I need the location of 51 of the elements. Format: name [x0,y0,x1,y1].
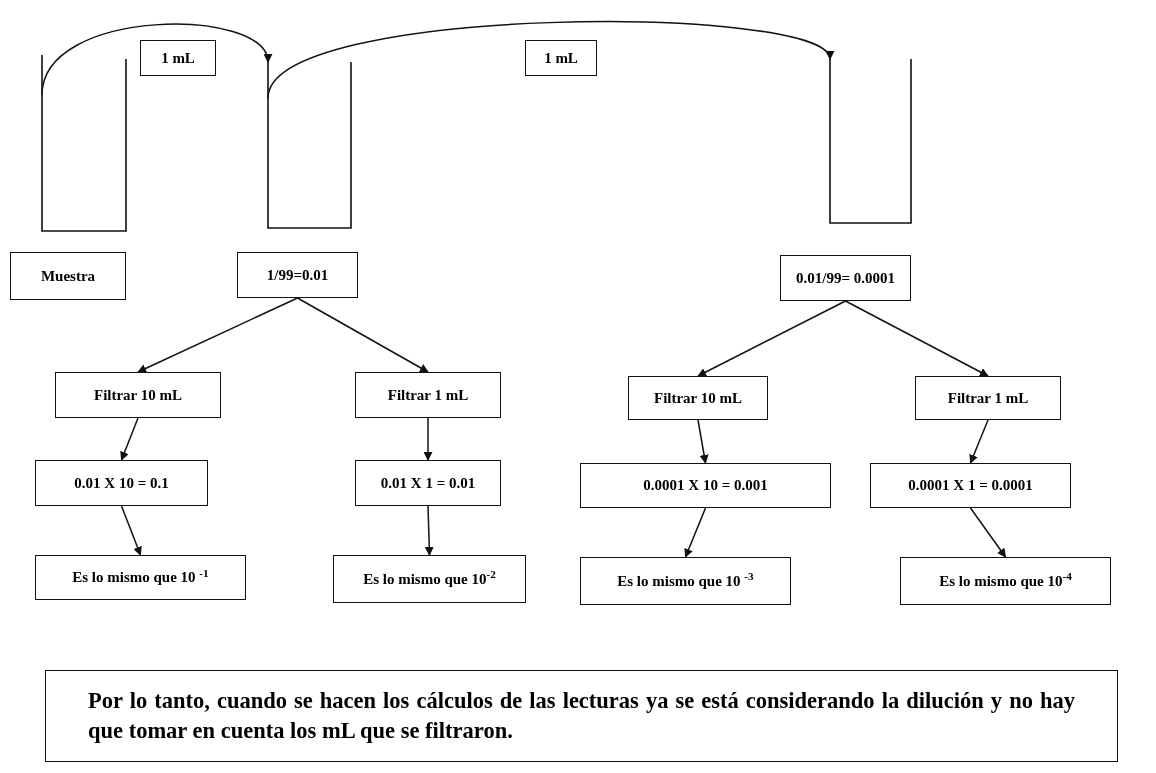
container-drawing [829,55,912,224]
arrow [697,300,847,377]
process-box [870,463,1071,508]
process-box [355,460,501,506]
process-box [525,40,597,76]
arrow [423,417,433,461]
arrow [969,507,1007,558]
box-label: 0.01/99= 0.0001 [796,268,895,288]
process-box [580,463,831,508]
arrow [697,419,709,464]
container-drawing [267,58,352,229]
box-label: 0.0001 X 1 = 0.0001 [908,476,1033,495]
arrow [137,297,299,373]
arrow [296,297,429,373]
box-label: 0.01 X 1 = 0.01 [380,473,476,493]
process-box [333,555,526,603]
box-label: Es lo mismo que 10 $^{-1}$ [72,568,209,587]
process-box [780,255,911,301]
arrow [684,507,707,558]
process-box [628,376,768,420]
process-box [580,557,791,605]
process-box [35,555,246,600]
process-box [10,252,126,300]
box-label: 1 mL [544,48,578,68]
process-box [35,460,208,506]
box-label: 1/99=0.01 [266,265,329,285]
process-box [355,372,501,418]
conclusion-text: Por lo tanto, cuando se hacen los cálculos de las lecturas ya se está considerando la dilución y no hay que tomar en cuenta los mL que se filtraron. [88,687,1075,745]
box-label: Es lo mismo que 10$^{-2}$ [363,569,496,589]
process-box [237,252,358,298]
box-label: Filtrar 10 mL [93,385,182,405]
process-box [915,376,1061,420]
box-label: Filtrar 1 mL [947,388,1029,408]
arrow [424,505,434,556]
box-label: Filtrar 1 mL [387,385,469,405]
container-drawing [41,55,127,232]
box-label: 0.01 X 10 = 0.1 [74,473,169,493]
arrow [120,417,139,461]
box-label: Filtrar 10 mL [653,388,742,408]
note-box [45,670,1118,762]
arrow [969,419,989,464]
process-box [900,557,1111,605]
process-box [140,40,216,76]
box-label: 1 mL [161,48,195,68]
box-label: Muestra [40,266,96,286]
process-box [55,372,221,418]
box-label: 0.0001 X 10 = 0.001 [643,476,768,495]
box-label: Es lo mismo que 10 $^{-3}$ [617,571,754,591]
box-label: Es lo mismo que 10$^{-4}$ [939,571,1072,591]
arrow [120,505,142,556]
arrow [844,300,989,377]
